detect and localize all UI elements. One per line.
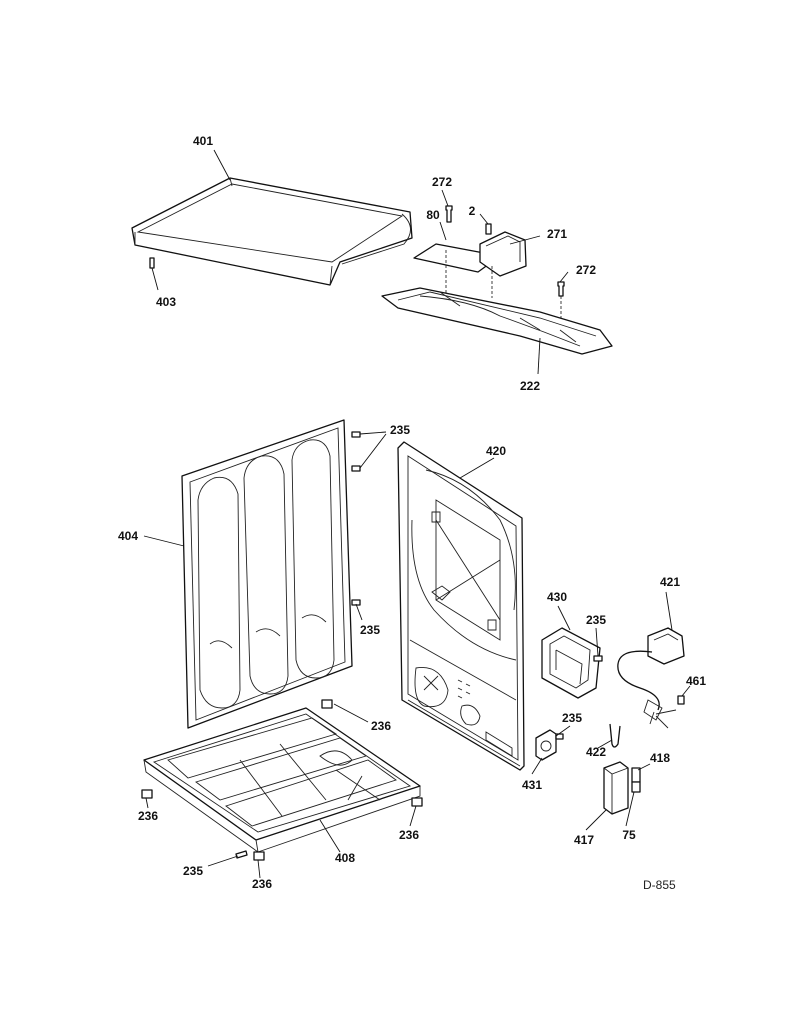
foot-236-left[interactable] [141,789,153,799]
screw-403[interactable] [149,257,159,291]
callout-418[interactable]: 418 [650,751,670,765]
callout-417[interactable]: 417 [574,833,594,847]
callout-271[interactable]: 271 [547,227,567,241]
callout-401[interactable]: 401 [193,134,213,148]
clip-75[interactable] [631,781,641,793]
callout-236-left[interactable]: 236 [138,809,158,823]
strain-relief-431[interactable] [535,729,557,761]
screw-2[interactable] [485,223,492,235]
screw-272-right[interactable] [557,281,565,318]
terminal-block-417[interactable] [603,761,629,815]
callout-420[interactable]: 420 [486,444,506,458]
leader-lines [143,149,691,879]
screw-235-base[interactable] [235,850,248,859]
callout-430[interactable]: 430 [547,590,567,604]
screw-235-mid[interactable] [351,599,361,606]
callout-461[interactable]: 461 [686,674,706,688]
callout-431[interactable]: 431 [522,778,542,792]
diagram-code: D-855 [643,878,676,892]
callout-272-top[interactable]: 272 [432,175,452,189]
callout-236-front[interactable]: 236 [252,877,272,891]
foot-236-front[interactable] [253,851,265,861]
callout-235-vent[interactable]: 235 [586,613,606,627]
side-panel-404[interactable] [181,419,353,729]
screw-235-vent[interactable] [593,655,603,662]
vent-collar-430[interactable] [541,627,601,699]
callout-235-mid[interactable]: 235 [360,623,380,637]
base-408[interactable] [143,707,421,853]
screw-461[interactable] [677,695,685,705]
callout-236-right[interactable]: 236 [399,828,419,842]
callout-222[interactable]: 222 [520,379,540,393]
callout-422[interactable]: 422 [586,745,606,759]
foot-236-right[interactable] [411,797,423,807]
clip-422[interactable] [609,723,621,748]
callout-235-top[interactable]: 235 [390,423,410,437]
power-cord-421[interactable] [617,627,685,729]
callout-408[interactable]: 408 [335,851,355,865]
rear-panel-420[interactable] [397,441,525,771]
callout-272-right[interactable]: 272 [576,263,596,277]
callout-80[interactable]: 80 [426,208,440,222]
control-mount-222[interactable] [381,287,613,355]
callout-404[interactable]: 404 [118,529,138,543]
callout-2[interactable]: 2 [469,204,476,218]
callout-235-base[interactable]: 235 [183,864,203,878]
callout-236-rear[interactable]: 236 [371,719,391,733]
callout-75[interactable]: 75 [622,828,636,842]
callout-403[interactable]: 403 [156,295,176,309]
screw-235-top[interactable] [351,431,361,472]
callout-421[interactable]: 421 [660,575,680,589]
callout-235-lower[interactable]: 235 [562,711,582,725]
callout-labels: 401 403 272 80 2 271 272 222 235 420 404… [118,134,706,892]
foot-236-rear[interactable] [321,699,333,709]
top-panel-401[interactable] [131,177,413,286]
screw-272-top[interactable] [445,205,453,223]
